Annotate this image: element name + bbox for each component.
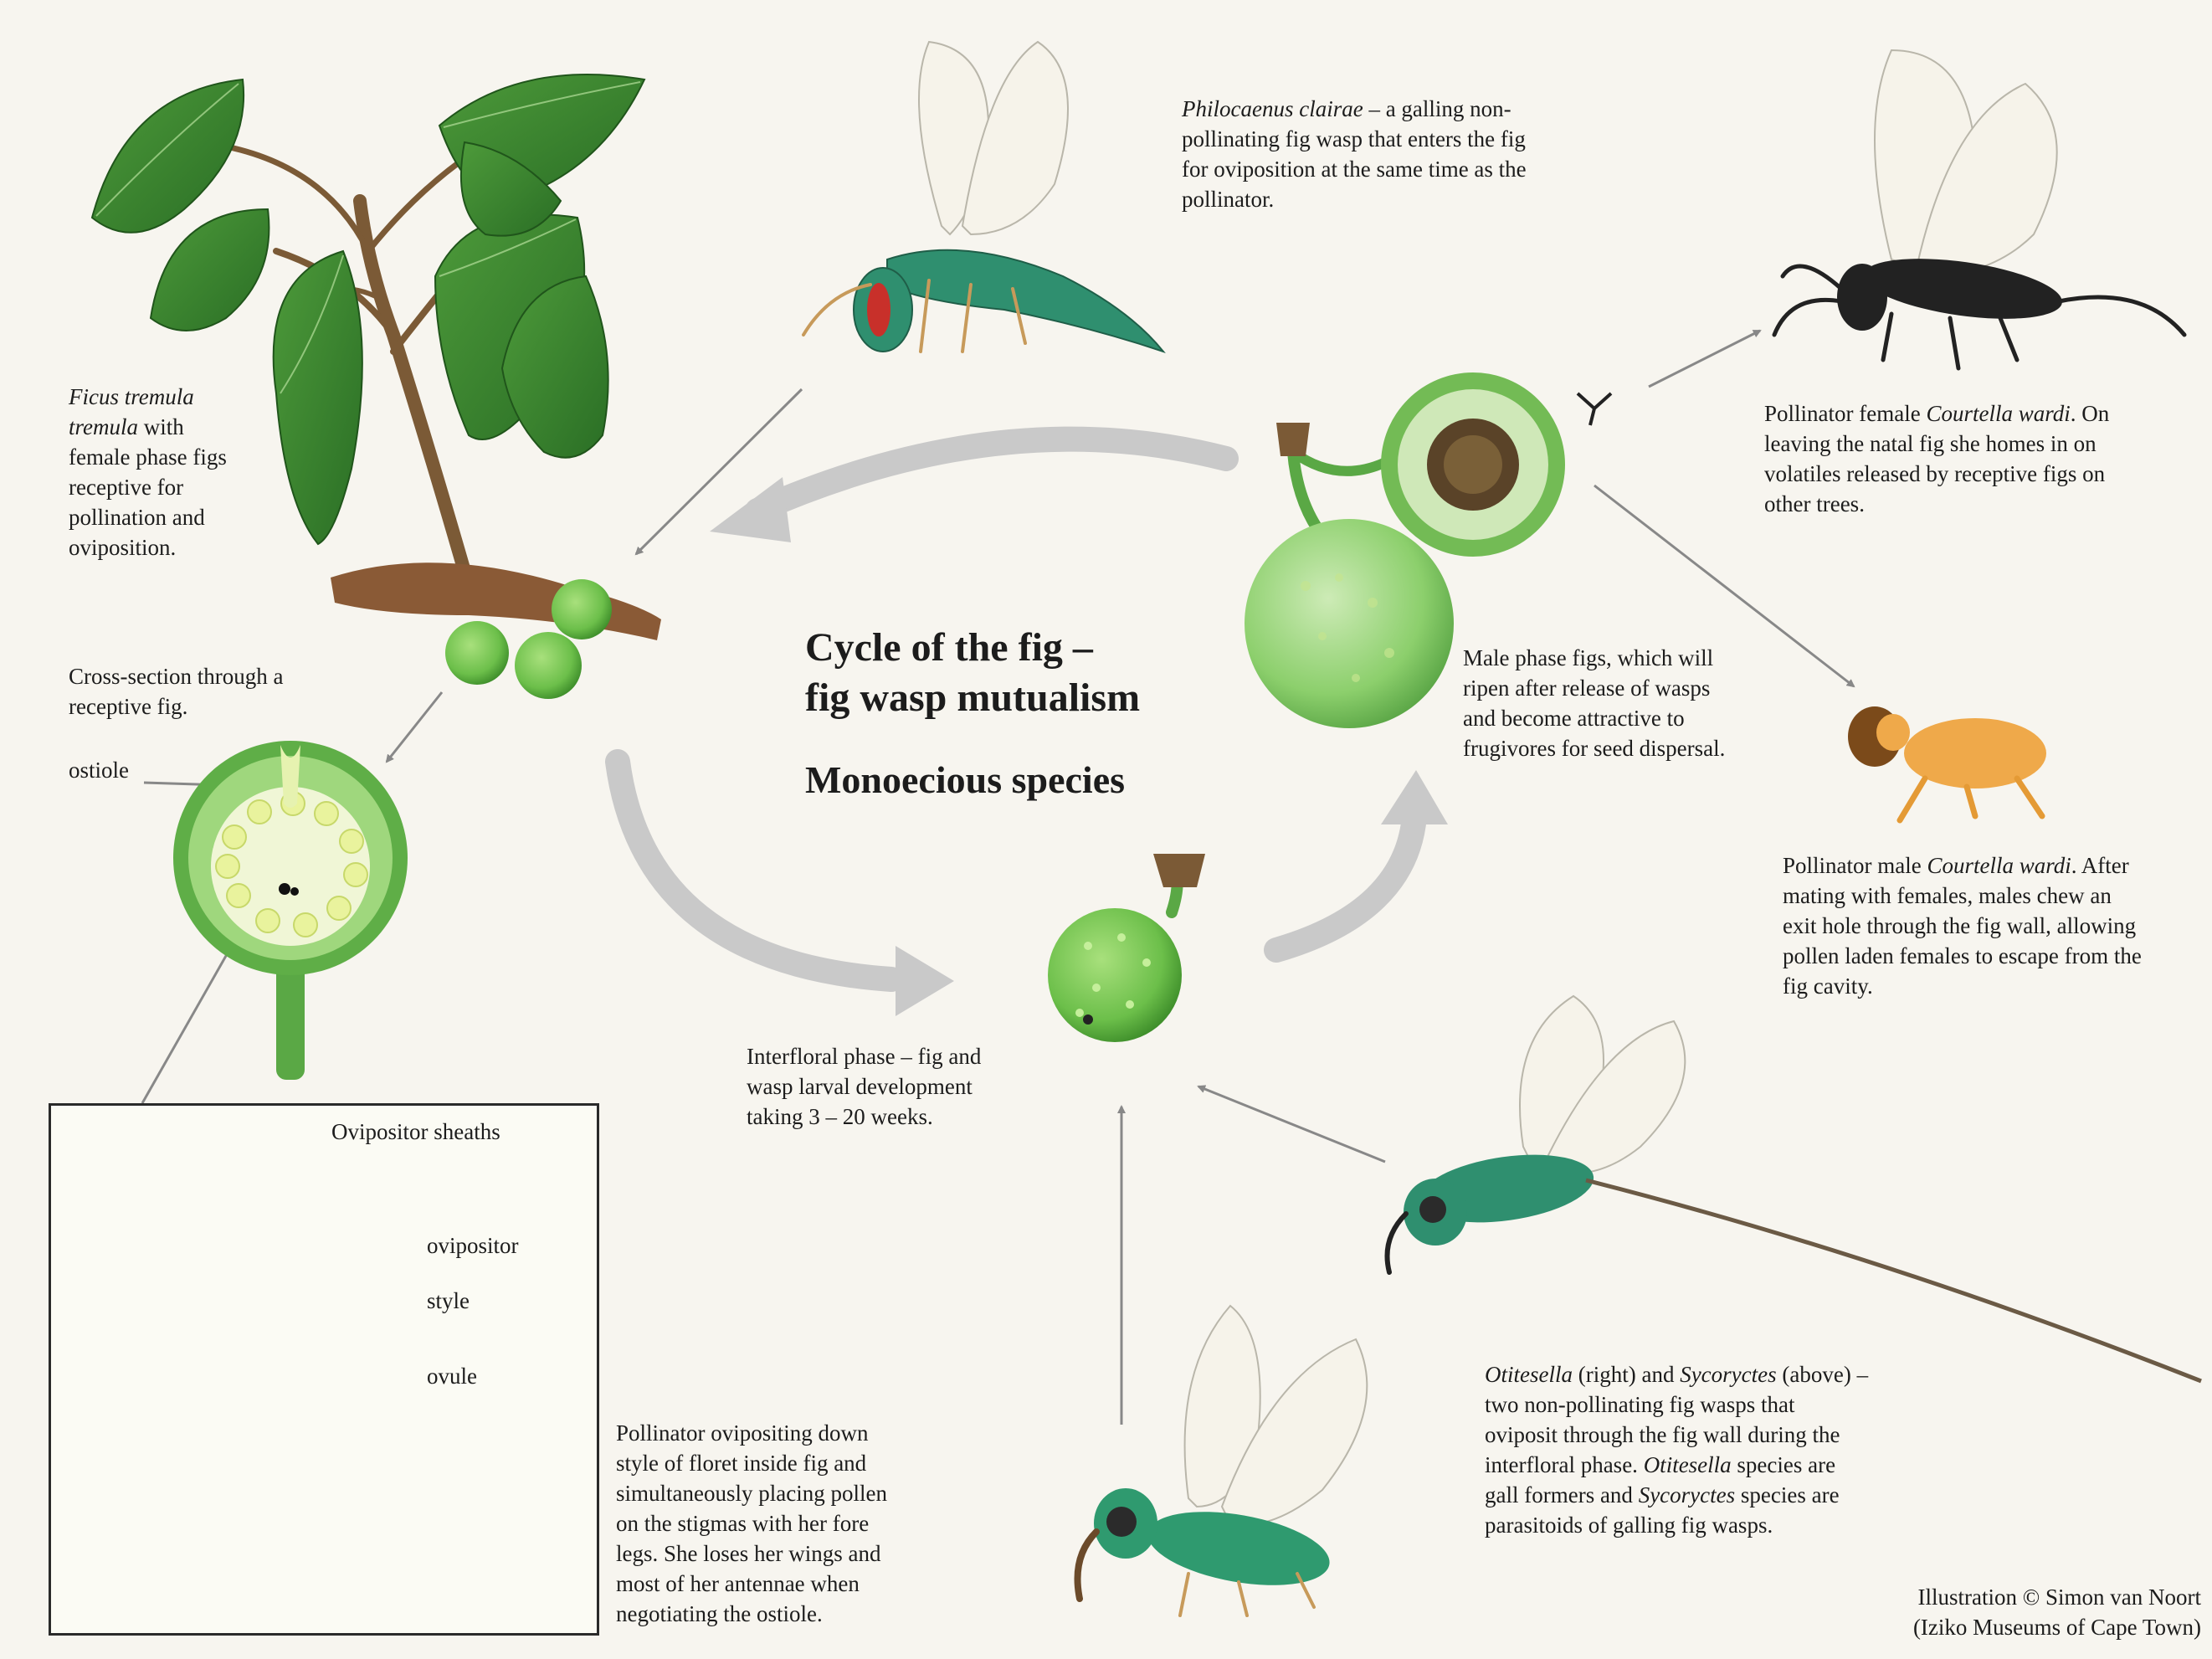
label-ovipositor: ovipositor: [427, 1232, 519, 1259]
pointer-male-fig-to-female: [1649, 331, 1760, 387]
caption-pollinator-female: Pollinator female Courtella wardi. On le…: [1764, 398, 2199, 519]
pollinator-female-wasp-illustration: [1774, 50, 2184, 368]
cycle-arrow-top: [757, 439, 1226, 511]
interfloral-fig-illustration: [1048, 854, 1205, 1042]
cycle-arrowhead-right: [1381, 770, 1448, 824]
caption-pollinator-male: Pollinator male Courtella wardi. After m…: [1783, 850, 2209, 1001]
ovipositing-inset-panel: [49, 1103, 599, 1636]
caption-philocaenus: Philocaenus clairae – a galling non- pol…: [1182, 94, 1617, 214]
leaf: [151, 209, 269, 331]
otitesella-wasp-illustration: [1388, 996, 2202, 1381]
leaf: [274, 251, 362, 544]
leaf: [92, 80, 244, 233]
illustration-credit: Illustration © Simon van Noort (Iziko Mu…: [1791, 1582, 2201, 1642]
female-phase-fig: [552, 579, 612, 639]
caption-interfloral-phase: Interfloral phase – fig and wasp larval …: [747, 1041, 1031, 1132]
label-style: style: [427, 1287, 470, 1314]
pollinator-male-wasp-illustration: [1848, 706, 2046, 820]
pointer-otitesella-to-fig: [1198, 1086, 1385, 1162]
male-phase-fig: [1245, 519, 1454, 728]
diagram-title: Cycle of the fig – fig wasp mutualism: [805, 623, 1207, 723]
caption-ficus: Ficus tremula tremula with female phase …: [69, 382, 278, 562]
diagram-subtitle: Monoecious species: [805, 757, 1125, 804]
caption-cross-section: Cross-section through a receptive fig.: [69, 661, 336, 722]
caption-otitesella-sycoryctes: Otitesella (right) and Sycoryctes (above…: [1485, 1359, 1953, 1540]
caption-ovipositing: Pollinator ovipositing down style of flo…: [616, 1418, 967, 1629]
label-ovule: ovule: [427, 1363, 477, 1389]
cycle-arrowhead-top: [710, 477, 791, 542]
label-ostiole: ostiole: [69, 757, 129, 783]
fig-cross-section-illustration: [173, 741, 408, 1080]
cycle-arrowhead-left: [896, 946, 954, 1016]
caption-male-phase-figs: Male phase figs, which will ripen after …: [1463, 643, 1781, 763]
pointer-tree-to-cross-section: [387, 692, 442, 762]
label-ovipositor-sheaths: Ovipositor sheaths: [331, 1118, 500, 1145]
female-phase-fig: [515, 632, 582, 699]
interfloral-fig: [1048, 908, 1182, 1042]
cycle-arrow-right: [1276, 816, 1414, 950]
female-phase-fig: [445, 621, 509, 685]
philocaenus-wasp-illustration: [803, 42, 1163, 352]
